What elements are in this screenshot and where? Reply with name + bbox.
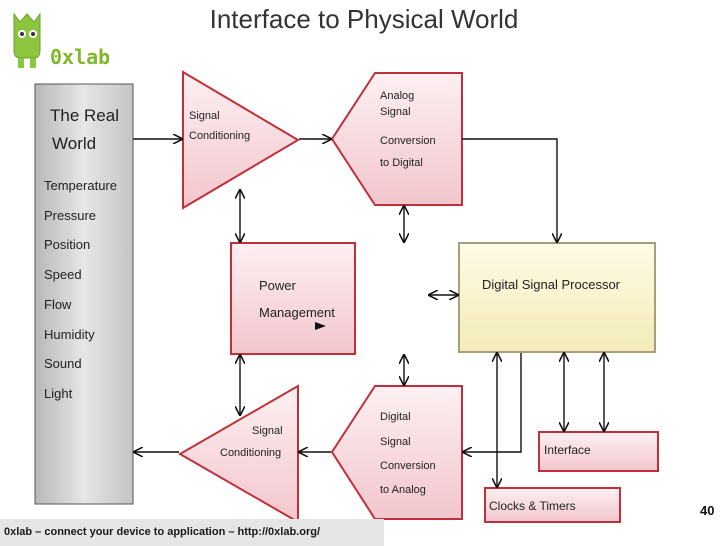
real-world-heading-1: The Real [50,106,119,125]
dac-label-1: Digital [380,411,411,423]
real-world-list: Temperature Pressure Position Speed Flow… [44,171,117,409]
play-arrow-icon [315,322,326,330]
real-world-panel [34,83,134,505]
power-label-2: Management [259,305,335,320]
clocks-timers-block [484,487,621,523]
real-world-item: Sound [44,356,82,372]
sigcond-top-label-2: Conditioning [189,130,251,142]
footer-bar [0,519,384,546]
adc-label-4: to Digital [380,157,423,169]
logo-text: 0xlab [50,45,111,69]
page-number: 40 [700,503,715,518]
dsp-block [458,242,656,353]
real-world-heading-2: World [52,134,97,153]
real-world-item: Humidity [44,326,95,342]
real-world-item: Speed [44,267,82,283]
dsp-label: Digital Signal Processor [482,277,621,292]
dac-label-2: Signal [380,436,411,448]
interface-label: Interface [544,443,591,457]
real-world-item: Pressure [44,207,97,223]
mascot-logo-icon [13,12,41,68]
real-world-item: Temperature [44,178,117,193]
power-management-block [230,242,356,355]
dac-label-3: Conversion [380,460,436,472]
signal-conditioning-top-block [182,70,300,210]
footer-text: 0xlab – connect your device to applicati… [4,526,321,538]
real-world-item: Position [44,237,91,253]
real-world-item: Flow [44,296,72,312]
power-label-1: Power [259,278,296,293]
arrow-adc-to-dsp [462,138,557,242]
clocks-label: Clocks & Timers [489,499,576,513]
dac-label-4: to Analog [380,484,426,496]
signal-conditioning-bottom-block [177,384,299,524]
adc-block [330,72,463,206]
page-title: Interface to Physical World [209,4,519,34]
arrow-dsp-to-dac [463,353,522,452]
adc-label-1: Analog [380,90,415,102]
adc-label-2: Signal [380,106,411,118]
adc-label-3: Conversion [380,135,436,147]
interface-block [538,431,659,472]
dac-block [330,385,463,520]
sigcond-bottom-label-1: Signal [252,425,283,437]
real-world-item: Light [44,385,73,401]
sigcond-bottom-label-2: Conditioning [220,447,282,459]
sigcond-top-label-1: Signal [189,110,220,122]
